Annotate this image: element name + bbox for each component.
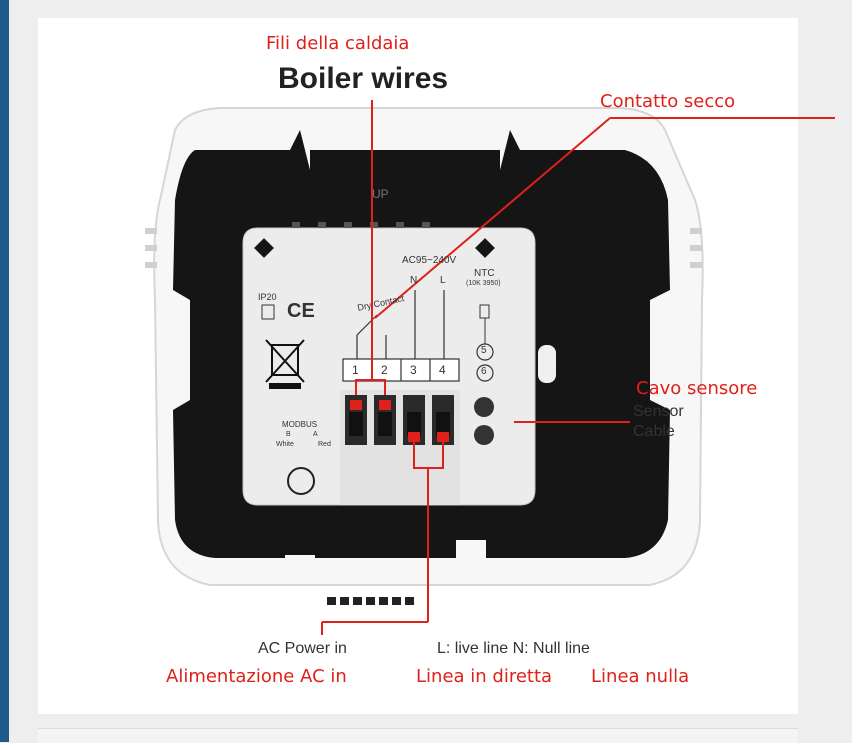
ce-mark: CE [287,300,315,322]
round-hole [287,467,315,495]
voltage-label: AC95~240V [402,255,457,266]
ac-power-en-label: AC Power in [258,640,347,657]
sensor-screw [474,425,494,445]
annotation-lines [321,100,835,635]
terminal-5: 5 [481,345,487,356]
modbus-b-label: B [286,431,291,438]
terminal-6: 6 [481,366,487,377]
boiler-wires-en-label: Boiler wires [278,62,449,95]
bottom-vent [327,597,414,605]
left-edge-strip [0,0,9,742]
bottom-bar [38,728,798,743]
ntc-spec-label: (10K 3950) [466,280,501,287]
ntc-label: NTC [474,268,495,279]
module-top-slots [292,222,430,228]
corner-cutout [475,238,495,258]
terminal-4: 4 [439,363,446,377]
terminal-3: 3 [410,363,417,377]
null-line-it-label: Linea nulla [591,666,690,687]
annotation-pads [350,400,449,442]
terminal-2: 2 [381,363,388,377]
modbus-white-label: White [276,441,294,448]
bottom-clip [456,540,486,580]
sensor-screw [474,397,494,417]
ac-power-it-label: Alimentazione AC in [166,666,347,687]
ip20-label: IP20 [258,292,277,302]
ip20-box [261,304,275,320]
weee-bin-icon [265,339,305,389]
live-line-it-label: Linea in diretta [416,666,553,687]
l-terminal-label: L [440,275,446,286]
bottom-clip [285,555,315,583]
sensor-en-label: Sensor [633,403,684,420]
ntc-circle [476,364,494,382]
n-terminal-label: N [410,275,418,286]
terminal-leads [356,290,445,359]
side-slots [145,228,702,268]
modbus-red-label: Red [318,441,331,448]
dry-contact-it-label: Contatto secco [600,91,736,112]
cable-en-label: Cable [633,423,675,440]
modbus-a-label: A [313,431,318,438]
terminal-1: 1 [352,363,359,377]
line-desc-en-label: L: live line N: Null line [437,640,590,657]
sensor-cable-it-label: Cavo sensore [636,378,758,399]
up-arrow-label: UP [372,187,389,201]
modbus-label: MODBUS [282,420,318,429]
boiler-wires-it-label: Fili della caldaia [266,33,410,54]
plate-right-slot [538,345,556,383]
top-notch [310,150,500,190]
corner-cutout [254,238,274,258]
